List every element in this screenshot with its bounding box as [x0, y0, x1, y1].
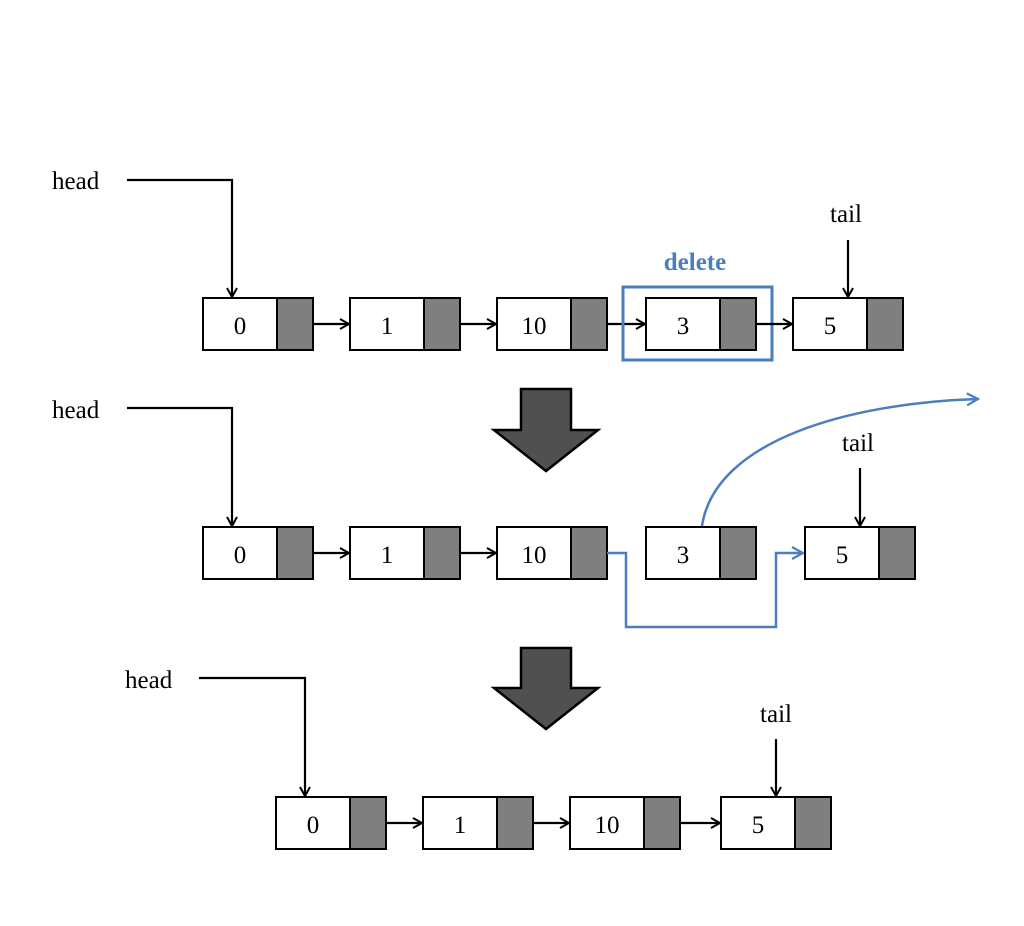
node-value: 5 [752, 812, 765, 839]
node-10: 10 [569, 796, 681, 850]
next-pointer-cell [794, 796, 832, 850]
node-value: 5 [824, 313, 837, 340]
node-value: 5 [836, 542, 849, 569]
node-5: 5 [804, 526, 916, 580]
node-value: 10 [522, 313, 547, 340]
next-pointer-cell [719, 297, 757, 351]
row-1: head 0 1 10 delete 3 [52, 168, 904, 362]
node-5: 5 [720, 796, 832, 850]
next-pointer-cell [878, 526, 916, 580]
node-value: 3 [677, 313, 690, 340]
node-0: 0 [202, 526, 314, 580]
tail-label: tail [760, 701, 792, 728]
node-1: 1 [422, 796, 534, 850]
head-pointer-arrow [199, 676, 305, 796]
tail-label: tail [842, 430, 874, 457]
node-0: 0 [202, 297, 314, 351]
node-value: 1 [381, 313, 394, 340]
node-3-removed: 3 [645, 526, 757, 580]
tail-label: tail [830, 201, 862, 228]
next-pointer-cell [423, 526, 461, 580]
node-value: 0 [234, 542, 247, 569]
head-pointer-arrow [127, 406, 232, 526]
next-pointer-cell [496, 796, 534, 850]
step-down-arrow [490, 387, 602, 473]
next-pointer-cell [276, 297, 314, 351]
node-3: 3 [645, 297, 757, 351]
node-value: 1 [381, 542, 394, 569]
next-pointer-cell [570, 297, 608, 351]
next-pointer-cell [570, 526, 608, 580]
node-1: 1 [349, 297, 461, 351]
next-pointer-cell [349, 796, 387, 850]
node-10: 10 [496, 297, 608, 351]
node-10: 10 [496, 526, 608, 580]
node-5: 5 [792, 297, 904, 351]
bypass-link-arrow [607, 553, 803, 629]
node-value: 0 [307, 812, 320, 839]
next-pointer-cell [643, 796, 681, 850]
delete-label: delete [664, 249, 726, 276]
row-2: head 0 1 10 3 [52, 397, 978, 629]
node-value: 1 [454, 812, 467, 839]
step-down-arrow [490, 646, 602, 731]
next-pointer-cell [866, 297, 904, 351]
node-value: 3 [677, 542, 690, 569]
node-0: 0 [275, 796, 387, 850]
head-label: head [52, 397, 100, 424]
next-pointer-cell [719, 526, 757, 580]
node-value: 0 [234, 313, 247, 340]
row-3: head 0 1 10 5 tail [125, 667, 832, 850]
removed-node-arrow [700, 399, 978, 527]
next-pointer-cell [423, 297, 461, 351]
node-value: 10 [595, 812, 620, 839]
node-1: 1 [349, 526, 461, 580]
head-label: head [52, 168, 100, 195]
next-pointer-cell [276, 526, 314, 580]
node-value: 10 [522, 542, 547, 569]
head-label: head [125, 667, 173, 694]
head-pointer-arrow [127, 178, 232, 297]
